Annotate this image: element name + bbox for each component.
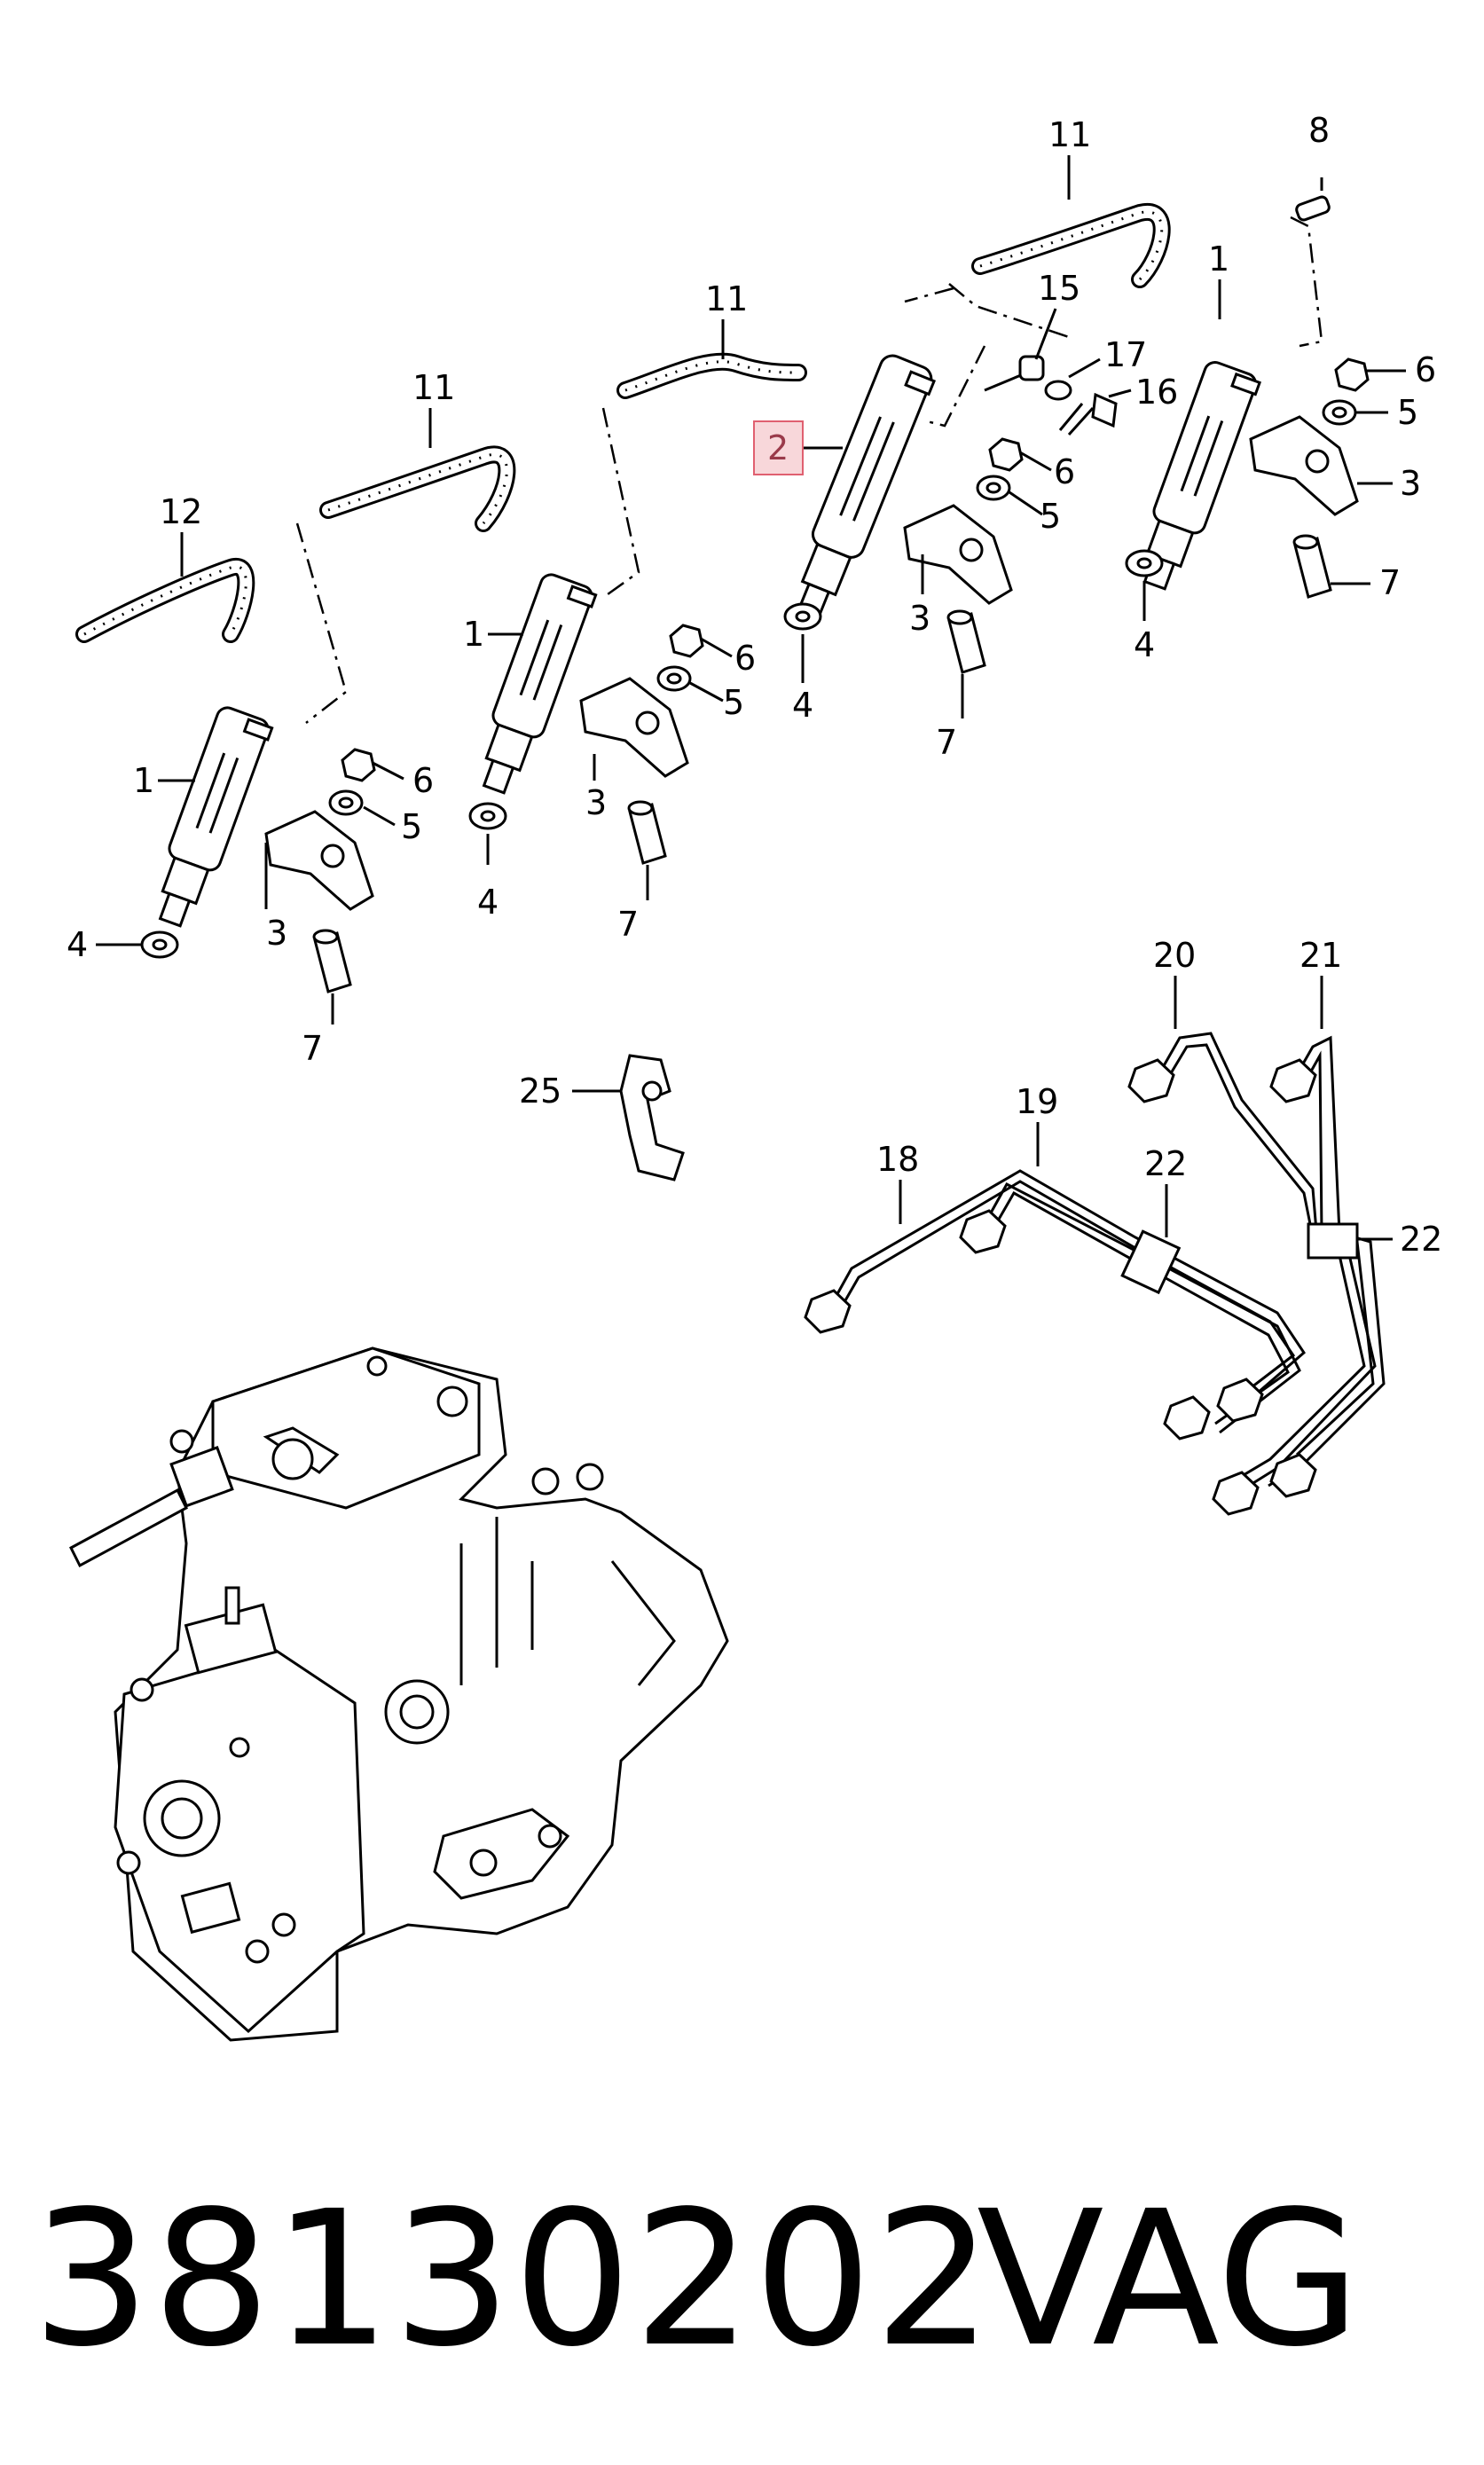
callout-6[interactable]: 6 <box>1415 350 1436 389</box>
callout-7[interactable]: 7 <box>936 723 957 762</box>
highlight-box[interactable] <box>753 420 804 475</box>
callout-11[interactable]: 11 <box>412 368 455 407</box>
callout-16[interactable]: 16 <box>1135 373 1178 412</box>
footer: 38130202 VAG <box>32 2147 1469 2413</box>
callout-19[interactable]: 19 <box>1016 1082 1058 1121</box>
callout-3[interactable]: 3 <box>909 599 930 638</box>
callout-11[interactable]: 11 <box>1048 115 1091 154</box>
callout-6[interactable]: 6 <box>1054 452 1075 491</box>
callout-7[interactable]: 7 <box>1379 563 1401 602</box>
callout-8[interactable]: 8 <box>1308 111 1330 150</box>
callout-3[interactable]: 3 <box>585 783 607 822</box>
nuts-part-6 <box>341 357 1370 782</box>
connection-lines <box>295 216 1323 724</box>
injector-center-left <box>482 573 598 795</box>
callout-labels: 1 1 1 2 3 3 3 3 4 4 4 4 5 5 5 5 6 6 6 6 … <box>67 111 1442 1259</box>
callout-1[interactable]: 1 <box>1208 239 1229 279</box>
hose-11-right <box>971 202 1171 288</box>
callout-4[interactable]: 4 <box>1134 625 1155 664</box>
callout-6[interactable]: 6 <box>412 761 434 800</box>
callout-5[interactable]: 5 <box>401 807 422 846</box>
callout-4[interactable]: 4 <box>792 686 813 725</box>
callout-4[interactable]: 4 <box>67 925 88 964</box>
injection-pump <box>69 1346 729 2042</box>
callout-7[interactable]: 7 <box>617 905 639 944</box>
washers-part-5 <box>328 399 1357 816</box>
clamps-part-3 <box>264 415 1359 911</box>
callout-4[interactable]: 4 <box>477 883 499 922</box>
hose-12 <box>75 558 255 643</box>
callout-5[interactable]: 5 <box>723 683 744 722</box>
part-number: 38130202 <box>32 2171 994 2388</box>
bolt-part-16 <box>1058 392 1118 436</box>
pin-part-8 <box>1295 195 1331 222</box>
washers-part-4 <box>140 549 1164 959</box>
callout-12[interactable]: 12 <box>160 492 202 531</box>
leader-lines <box>96 155 1406 1241</box>
callout-15[interactable]: 15 <box>1038 269 1080 308</box>
hose-11-left <box>319 445 516 532</box>
callout-20[interactable]: 20 <box>1153 936 1196 975</box>
callout-22[interactable]: 22 <box>1144 1144 1187 1183</box>
callout-2[interactable]: 2 <box>767 428 789 467</box>
washer-part-17 <box>1044 380 1072 401</box>
callout-7[interactable]: 7 <box>302 1029 323 1068</box>
callout-5[interactable]: 5 <box>1397 393 1418 432</box>
callout-6[interactable]: 6 <box>734 639 756 678</box>
bolt-part-15 <box>984 355 1045 392</box>
parts-diagram: 1 1 1 2 3 3 3 3 4 4 4 4 5 5 5 5 6 6 6 6 … <box>67 111 1442 2042</box>
callout-3[interactable]: 3 <box>1400 464 1421 503</box>
callout-3[interactable]: 3 <box>266 914 287 953</box>
callout-1[interactable]: 1 <box>463 615 484 654</box>
injector-left <box>158 706 274 928</box>
injector-highlighted <box>797 354 937 619</box>
callout-17[interactable]: 17 <box>1104 335 1147 374</box>
callout-11[interactable]: 11 <box>705 279 748 318</box>
callout-18[interactable]: 18 <box>876 1140 919 1179</box>
brand-name: VAG <box>977 2171 1361 2388</box>
callout-21[interactable]: 21 <box>1299 936 1342 975</box>
callout-25[interactable]: 25 <box>519 1072 561 1111</box>
clip-part-25 <box>619 1054 685 1181</box>
callout-22[interactable]: 22 <box>1400 1220 1442 1259</box>
hose-11-middle <box>616 352 807 399</box>
callout-1[interactable]: 1 <box>133 761 154 800</box>
callout-5[interactable]: 5 <box>1040 497 1061 536</box>
fuel-lines <box>804 1032 1386 1516</box>
sleeves-part-7 <box>312 534 1332 993</box>
